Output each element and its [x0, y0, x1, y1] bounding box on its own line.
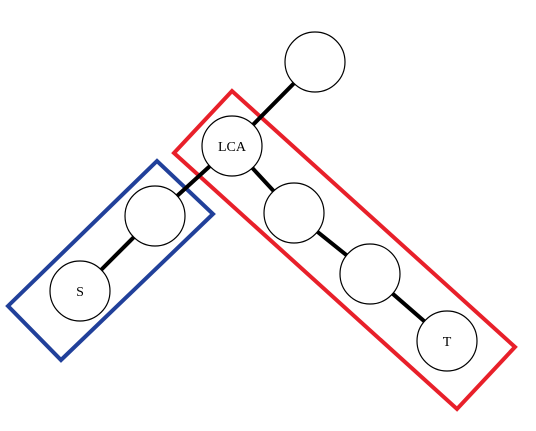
s-node	[49, 260, 111, 322]
lca-label: LCA	[218, 140, 247, 155]
t-label: T	[443, 335, 452, 350]
root-node	[284, 31, 346, 93]
left-child-node	[124, 185, 186, 247]
lca-node	[201, 115, 263, 177]
s-label: S	[76, 285, 84, 300]
blue-path-box	[5, 158, 216, 363]
right-grandchild-node	[339, 243, 401, 305]
t-node	[416, 310, 478, 372]
right-child-node	[263, 182, 325, 244]
red-path-box	[171, 88, 518, 412]
tree-nodes	[49, 31, 478, 372]
